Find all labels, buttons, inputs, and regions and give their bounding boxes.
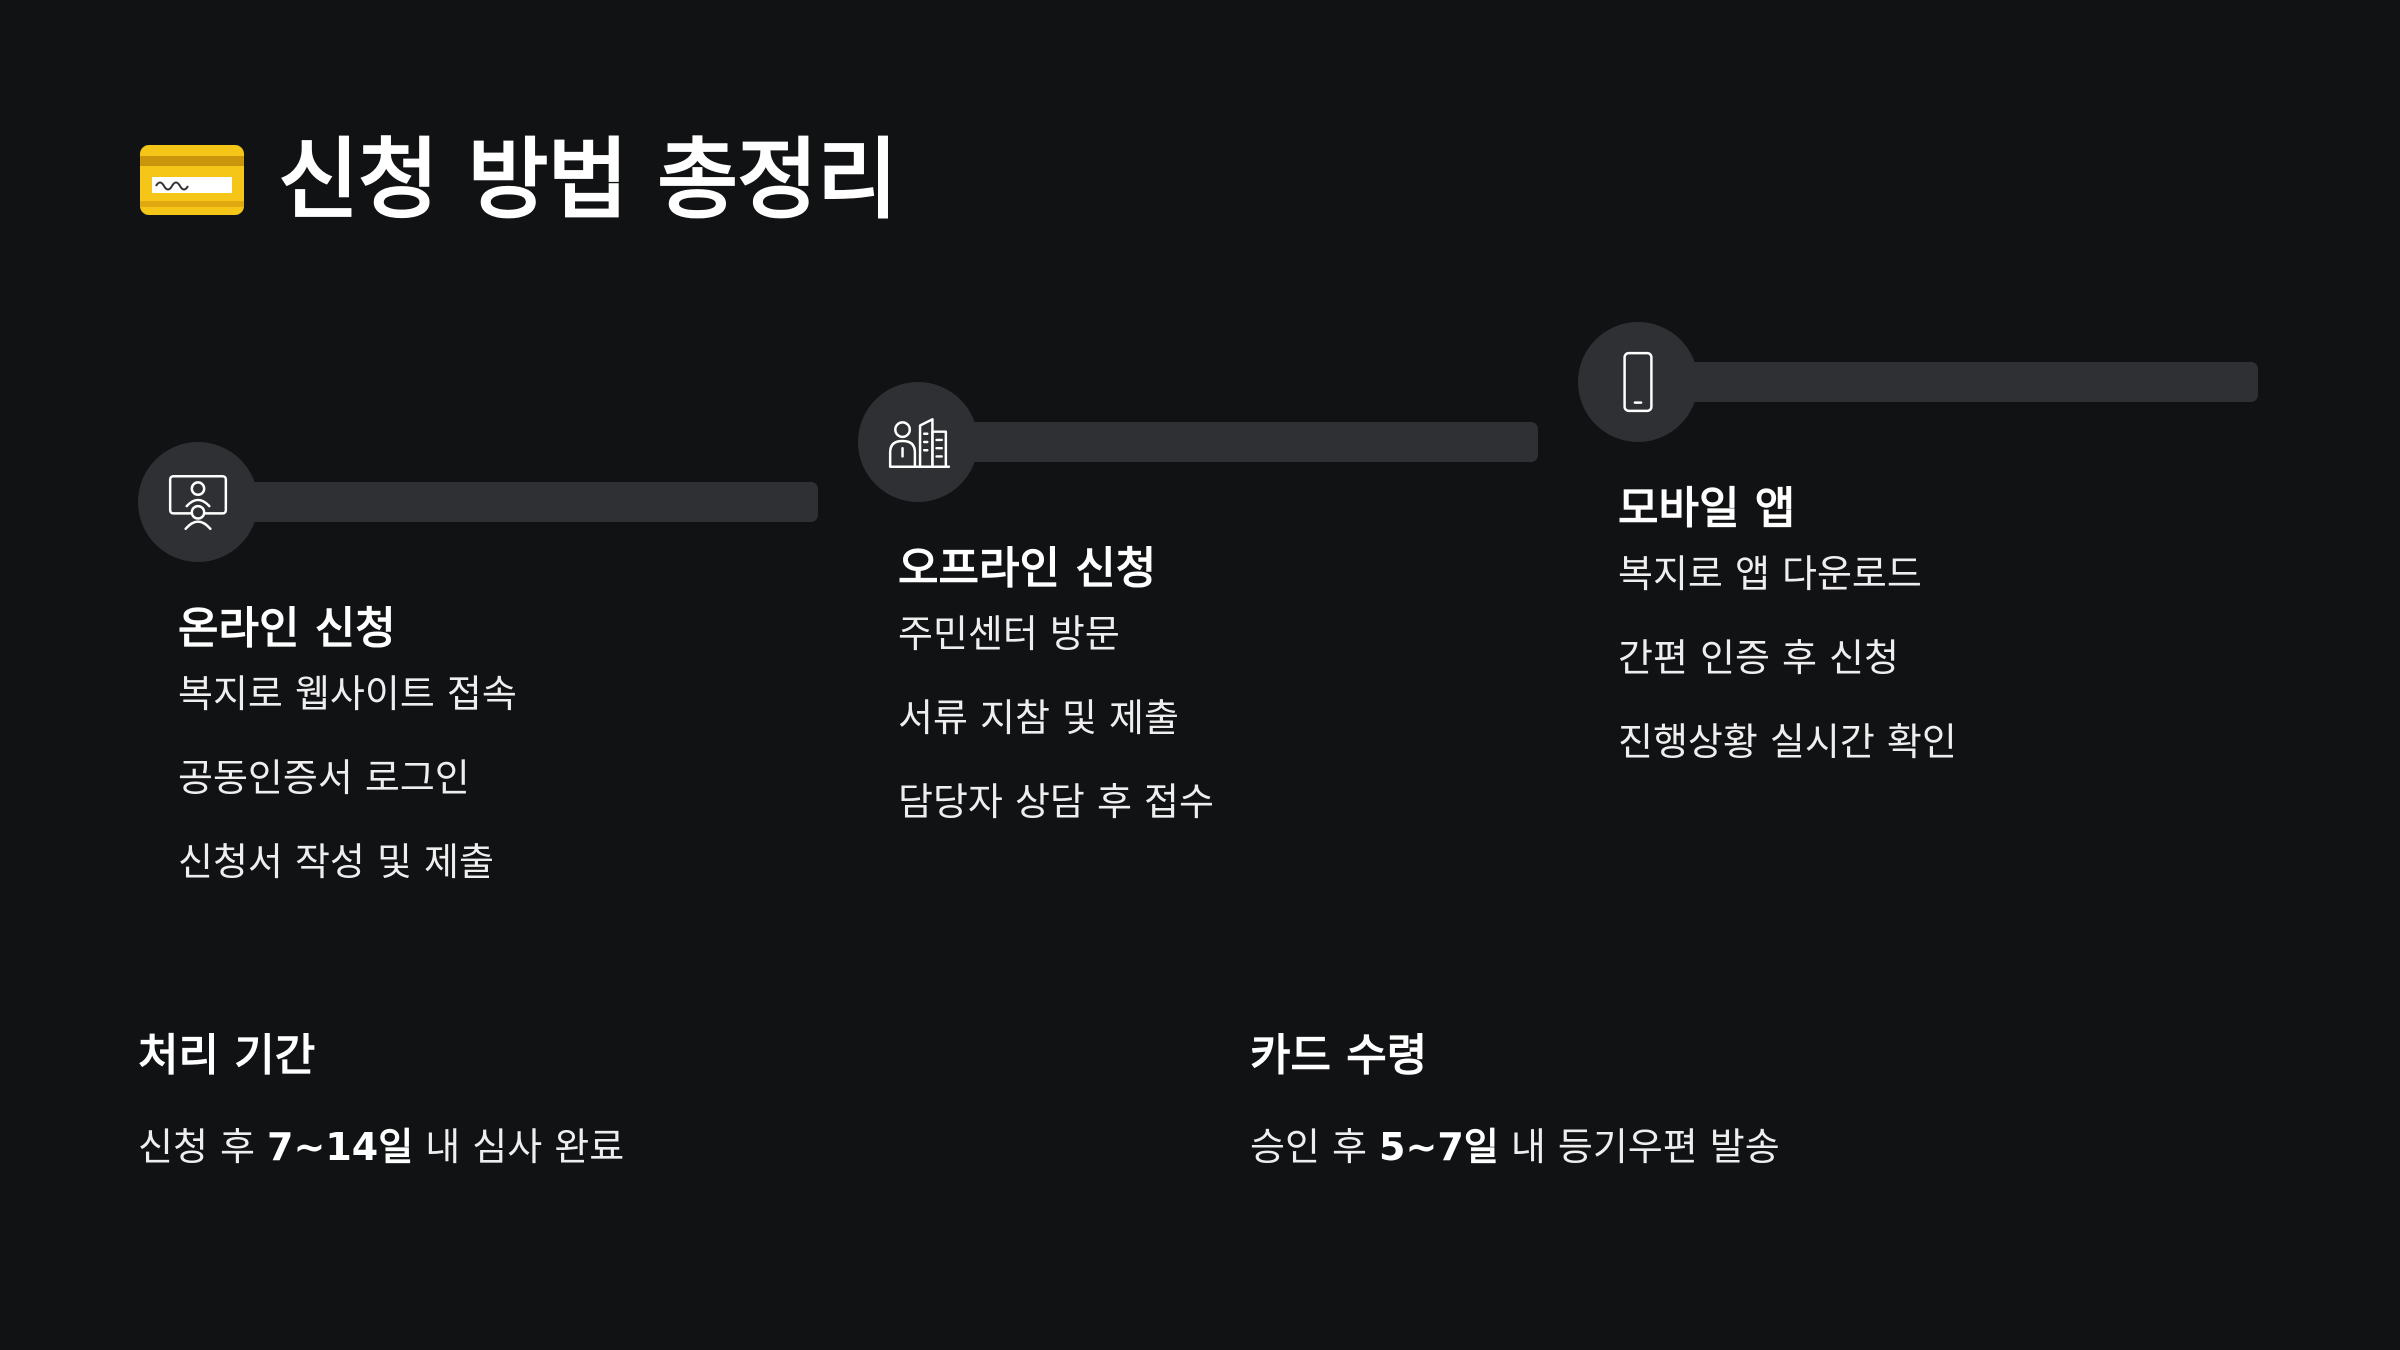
method-title: 오프라인 신청 [898,543,1157,594]
card-receipt-highlight: 5~7일 [1379,1125,1499,1169]
card-receipt-suffix: 내 등기우편 발송 [1498,1125,1780,1169]
track-bar [1678,362,2258,402]
method-track [858,382,1538,502]
card-receipt-title: 카드 수령 [1250,1030,1428,1081]
processing-period: 처리 기간 신청 후 7~14일 내 심사 완료 [138,1028,624,1172]
track-bar [238,482,818,522]
card-receipt: 카드 수령 승인 후 5~7일 내 등기우편 발송 [1250,1028,1780,1172]
method-step: 서류 지참 및 제출 [898,696,1179,740]
processing-period-suffix: 내 심사 완료 [413,1125,625,1169]
method-step: 복지로 앱 다운로드 [1618,552,1922,596]
method-title: 온라인 신청 [178,603,396,654]
method-steps: 복지로 웹사이트 접속 공동인증서 로그인 신청서 작성 및 제출 [178,672,517,924]
method-title: 모바일 앱 [1618,483,1796,534]
method-step: 담당자 상담 후 접수 [898,780,1214,824]
method-step: 공동인증서 로그인 [178,756,470,800]
method-steps: 주민센터 방문 서류 지참 및 제출 담당자 상담 후 접수 [898,612,1214,864]
method-steps: 복지로 앱 다운로드 간편 인증 후 신청 진행상황 실시간 확인 [1618,552,1957,804]
card-receipt-prefix: 승인 후 [1250,1125,1380,1169]
track-circle [138,442,258,562]
track-circle [1578,322,1698,442]
method-step: 복지로 웹사이트 접속 [178,672,517,716]
card-receipt-desc: 승인 후 5~7일 내 등기우편 발송 [1250,1122,1780,1172]
person-building-icon [888,418,951,468]
method-step: 간편 인증 후 신청 [1618,636,1899,680]
processing-period-title: 처리 기간 [138,1030,316,1081]
processing-period-highlight: 7~14일 [267,1125,414,1169]
page-title-text: 신청 방법 총정리 [278,128,898,231]
method-step: 신청서 작성 및 제출 [178,840,494,884]
method-step: 진행상황 실시간 확인 [1618,720,1957,764]
method-step: 주민센터 방문 [898,612,1120,656]
page-title: 신청 방법 총정리 [140,120,898,240]
processing-period-prefix: 신청 후 [138,1125,268,1169]
smartphone-icon [1623,351,1653,413]
processing-period-desc: 신청 후 7~14일 내 심사 완료 [138,1122,624,1172]
credit-card-icon [140,145,244,215]
track-circle [858,382,978,502]
online-consult-icon [168,474,228,531]
method-track [1578,322,2258,442]
method-track [138,442,818,562]
track-bar [958,422,1538,462]
